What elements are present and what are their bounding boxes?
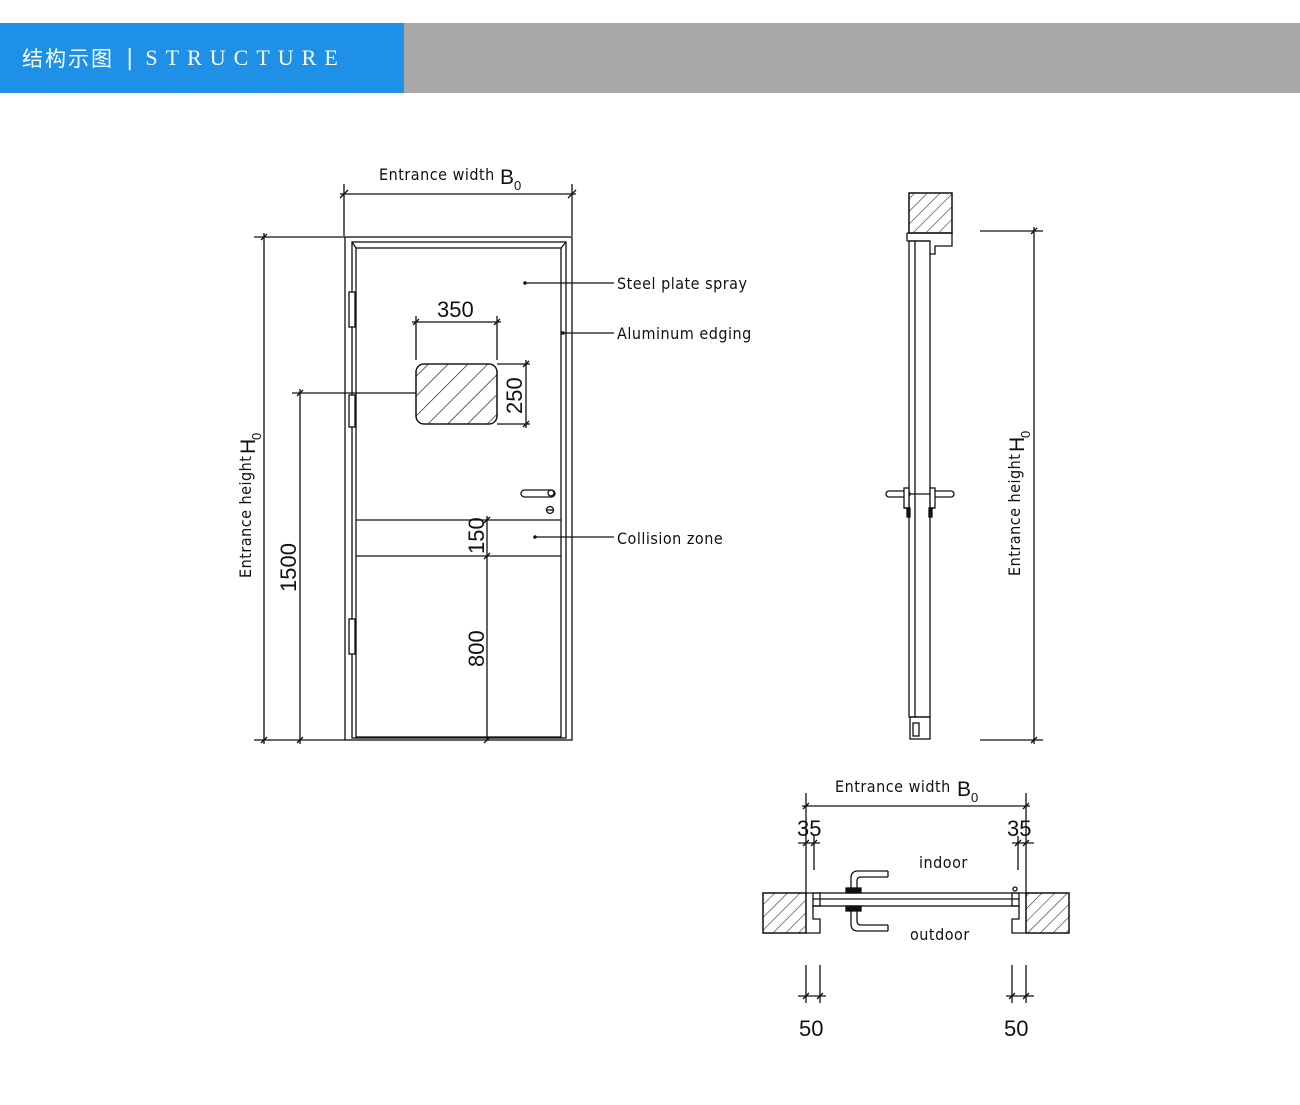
sill-height-dim: 1500 [276,543,301,592]
plan-left-top-dim: 35 [797,816,821,841]
front-width-label: Entrance width [379,165,495,184]
steel-plate-leader-dot [523,281,527,285]
plan-view [762,793,1070,1003]
collision-zone-leader-dot [533,535,537,539]
plan-indoor-label: indoor [919,853,968,872]
front-height-symbol: H [237,439,260,454]
plan-right-bottom-dim: 50 [1004,1016,1028,1041]
front-height-subscript: 0 [249,433,264,440]
plan-width-symbol: B [957,778,971,801]
plan-right-top-dim: 35 [1007,816,1031,841]
plan-width-label: Entrance width [835,777,951,796]
side-height-label: Entrance height [1005,454,1024,576]
window-width-dim: 350 [437,297,474,322]
front-width-subscript: 0 [514,178,521,193]
header-title-cn: 结构示图 [22,47,114,71]
plan-width-subscript: 0 [971,790,978,805]
callout-steel-plate: Steel plate spray [617,274,748,293]
header-title-en: STRUCTURE [145,45,346,70]
front-height-label: Entrance height [236,456,255,578]
plan-outdoor-label: outdoor [910,925,970,944]
front-width-symbol: B [500,166,514,189]
side-view [885,192,1043,744]
plan-left-bottom-dim: 50 [799,1016,823,1041]
side-height-symbol: H [1006,437,1029,452]
callout-collision-zone: Collision zone [617,529,723,548]
front-view [254,184,614,744]
aluminum-edging-leader-dot [561,331,565,335]
collision-base-dim: 800 [464,630,489,667]
window-height-dim: 250 [502,377,527,414]
header-separator: | [126,45,134,71]
header-tab: 结构示图 | STRUCTURE [0,23,404,93]
collision-zone-dim: 150 [464,517,489,554]
callout-aluminum-edging: Aluminum edging [617,324,752,343]
side-height-label-group: Entrance height H 0 [1005,431,1033,576]
side-height-subscript: 0 [1018,431,1033,438]
front-height-label-group: Entrance height H 0 [236,433,264,578]
